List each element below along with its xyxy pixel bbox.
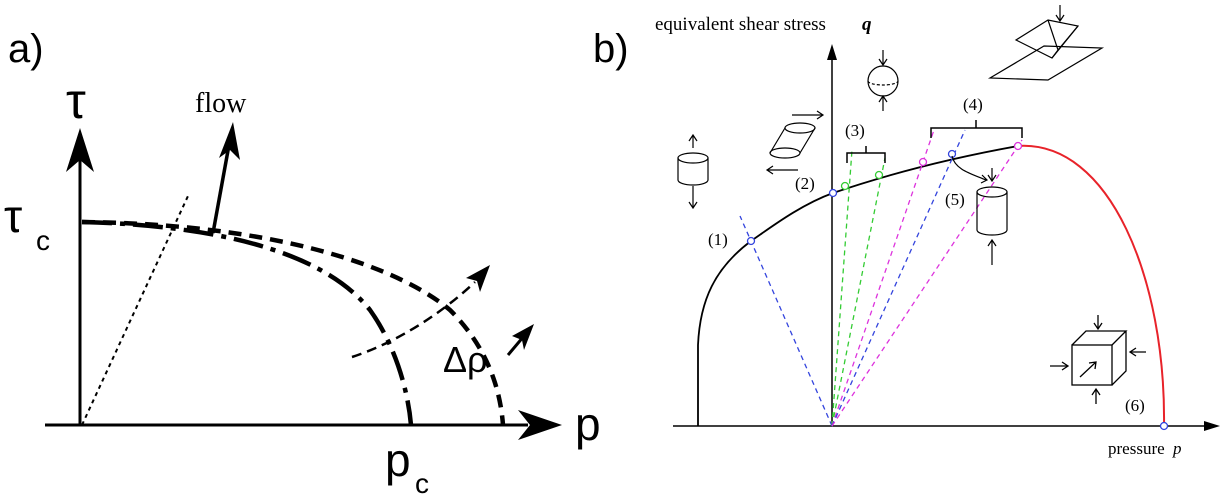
q-axis-arrowhead	[827, 44, 837, 60]
uniaxial-compression-cylinder-icon	[951, 155, 1008, 265]
stress-path-4b	[831, 139, 1023, 427]
stress-path-1	[739, 215, 833, 427]
marker-1	[746, 236, 756, 246]
hardening-arrow	[351, 281, 476, 359]
simple-shear-cylinder-icon	[765, 110, 825, 175]
yield-curve-shear	[697, 145, 1019, 426]
panel-b-label: b)	[593, 27, 629, 71]
p-axis-arrowhead	[518, 410, 562, 440]
region-label-1: (1)	[708, 230, 728, 249]
marker-4a	[918, 157, 928, 167]
marker-2	[828, 188, 838, 198]
p-axis-label: pressure	[1108, 439, 1165, 458]
marker-3b	[874, 170, 884, 180]
marker-3a	[840, 181, 850, 191]
p-axis-b-arrowhead	[1204, 421, 1220, 431]
stress-path-4a	[831, 129, 935, 427]
uniaxial-tension-cylinder-icon	[677, 133, 709, 210]
p-axis-symbol-b: p	[1172, 439, 1182, 458]
density-change-label: Δρ	[443, 339, 488, 380]
stress-path-3a	[831, 149, 853, 427]
region-label-6: (6)	[1125, 396, 1145, 415]
compressed-sphere-icon	[867, 50, 899, 111]
panel-b: b) equivalent shear stress q pressure p	[593, 5, 1220, 458]
bracket-4	[930, 120, 1023, 138]
pyramid-indenter-icon	[987, 5, 1105, 81]
stress-path-5	[831, 129, 966, 427]
yield-surface-initial	[81, 219, 414, 426]
marker-6	[1159, 421, 1169, 431]
region-label-3: (3)	[845, 121, 865, 140]
panel-a: a) τ p τ c p c flow Δρ	[4, 27, 601, 499]
marker-4b	[1013, 141, 1023, 151]
tau-axis-symbol: τ	[66, 73, 86, 129]
tau-axis-arrowhead	[66, 128, 94, 172]
flow-label: flow	[195, 88, 247, 119]
q-axis-label: equivalent shear stress	[655, 14, 826, 35]
q-axis-symbol: q	[862, 14, 872, 35]
hydrostatic-compression-cube-icon	[1050, 315, 1146, 404]
hardening-arrowhead	[466, 265, 490, 292]
density-arrowhead	[512, 324, 534, 350]
stress-path-dotted	[81, 195, 189, 426]
region-label-5: (5)	[945, 190, 965, 209]
tau-c-subscript: c	[36, 225, 50, 256]
p-axis-symbol: p	[575, 398, 601, 450]
p-c-symbol: p	[385, 434, 411, 486]
flow-arrowhead	[219, 122, 240, 160]
tau-c-symbol: τ	[4, 190, 22, 242]
region-label-4: (4)	[963, 95, 983, 114]
stress-path-3b	[831, 157, 886, 427]
yield-surface-expanded	[81, 219, 506, 426]
p-c-subscript: c	[415, 468, 429, 499]
region-label-2: (2)	[795, 174, 815, 193]
bracket-3	[846, 146, 886, 163]
panel-a-label: a)	[8, 27, 44, 71]
flow-arrow	[211, 144, 231, 234]
yield-curve-cap	[1017, 144, 1166, 427]
